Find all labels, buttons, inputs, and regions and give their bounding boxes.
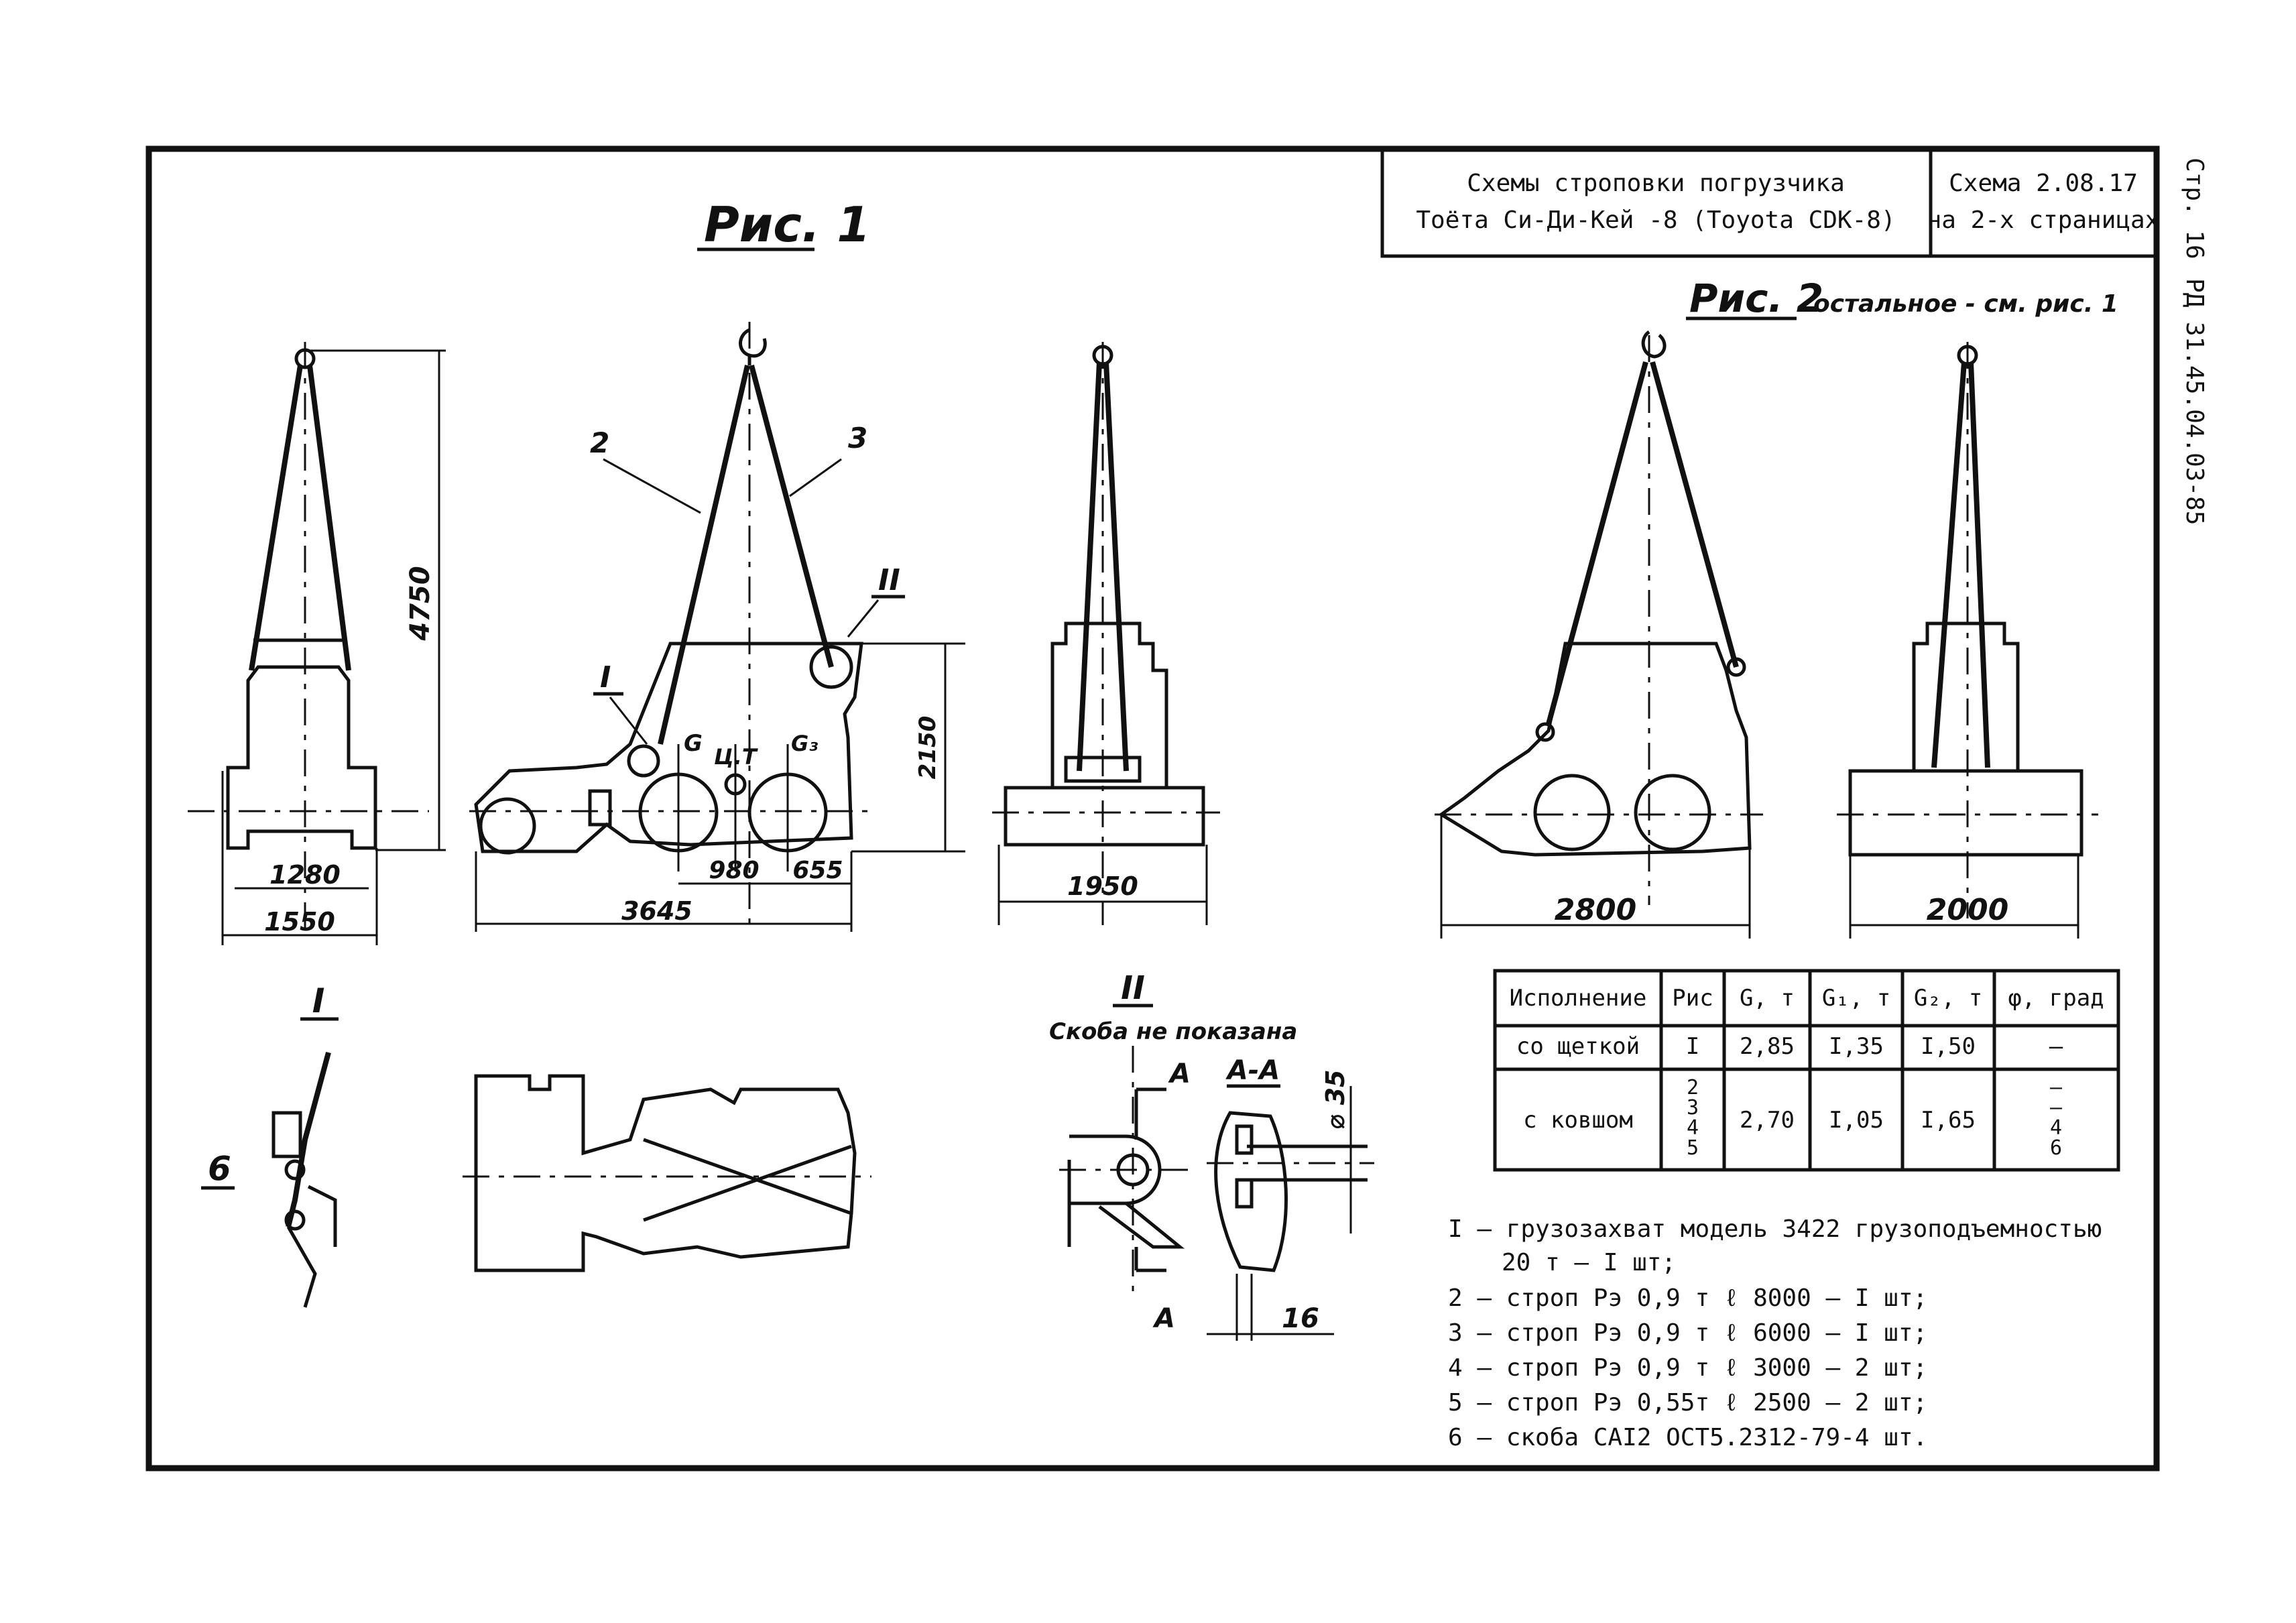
label-g: G <box>684 730 703 757</box>
th-variant: Исполнение <box>1510 985 1647 1012</box>
th-phi: φ, град <box>2008 985 2104 1012</box>
scheme-pages: на 2-х страницах <box>1927 206 2160 234</box>
title-block: Схемы строповки погрузчика Тоёта Си-Ди-К… <box>1380 147 2160 258</box>
rear-view-fig2: 2000 <box>1837 342 2098 939</box>
document-code: РД 31.45.04.03-85 <box>2181 278 2208 525</box>
legend-item-5: 5 – строп Рэ 0,55т ℓ 2500 – 2 шт; <box>1448 1389 1927 1417</box>
legend: I – грузозахват модель 3422 грузоподъемн… <box>1448 1215 2102 1451</box>
table-row-2-ris-1: 2 <box>1687 1076 1699 1099</box>
dim-4750: 4750 <box>405 566 436 641</box>
dim-d35: ⌀ 35 <box>1321 1070 1350 1130</box>
dim-3645: 3645 <box>621 896 692 926</box>
section-aa-label: А-А <box>1225 1055 1280 1086</box>
table-row-1-g2: I,50 <box>1921 1033 1976 1060</box>
table-row-1-phi: – <box>2049 1033 2063 1060</box>
th-g2: G₂, т <box>1914 985 1982 1012</box>
front-view-fig1: 4750 1280 1550 <box>188 342 446 945</box>
rear-view-fig1: 1950 <box>992 342 1220 925</box>
table-row-2-g: 2,70 <box>1740 1107 1795 1134</box>
callout-2: 2 <box>590 426 609 459</box>
table-row-2-ris-3: 4 <box>1687 1116 1699 1140</box>
section-a-bottom: А <box>1152 1303 1175 1334</box>
legend-item-1: I – грузозахват модель 3422 грузоподъемн… <box>1448 1215 2102 1243</box>
table-row-2-g1: I,05 <box>1829 1107 1884 1134</box>
th-g: G, т <box>1740 985 1795 1012</box>
dim-2000: 2000 <box>1927 893 2008 927</box>
side-view-fig2: 2800 <box>1435 330 1763 939</box>
legend-item-3: 3 – строп Рэ 0,9 т ℓ 6000 – I шт; <box>1448 1319 1927 1347</box>
dim-1950: 1950 <box>1067 871 1138 901</box>
legend-item-1-cont: 20 т – I шт; <box>1502 1249 1676 1276</box>
th-g1: G₁, т <box>1822 985 1890 1012</box>
fig2-note: остальное - см. рис. 1 <box>1813 290 2118 318</box>
label-g3: G₃ <box>791 731 818 756</box>
table-row-1-ris: I <box>1686 1033 1699 1060</box>
table-row-2-phi-3: 4 <box>2050 1116 2062 1140</box>
table-row-2-ris-4: 5 <box>1687 1136 1699 1160</box>
dim-16: 16 <box>1282 1303 1319 1334</box>
section-a-top: А <box>1168 1059 1191 1089</box>
dim-1280: 1280 <box>269 860 341 890</box>
detail-II-label: II <box>1121 969 1145 1007</box>
page-number: Стр. 16 <box>2181 158 2208 259</box>
fig1-title: Рис. 1 <box>704 196 870 253</box>
dim-2150: 2150 <box>914 716 941 780</box>
callout-3: 3 <box>848 422 867 455</box>
drawing-frame <box>145 145 2160 1471</box>
section-aa: А-А ⌀ 35 16 <box>1207 1055 1374 1341</box>
table-row-1-g1: I,35 <box>1829 1033 1884 1060</box>
legend-item-6: 6 – скоба САI2 ОСТ5.2312-79-4 шт. <box>1448 1424 1927 1451</box>
legend-item-4: 4 – строп Рэ 0,9 т ℓ 3000 – 2 шт; <box>1448 1354 1927 1382</box>
label-ct: Ц.Т <box>714 744 758 770</box>
detail-II: II Скоба не показана А А <box>1049 969 1297 1334</box>
side-view-fig1: 2 3 I II G Ц.Т G₃ 2150 980 655 <box>469 322 965 932</box>
th-ris: Рис <box>1672 985 1713 1012</box>
node-II-label: II <box>878 563 900 597</box>
table-row-1-g: 2,85 <box>1740 1033 1795 1060</box>
table-row-2-ris-2: 3 <box>1687 1096 1699 1120</box>
title-block-border <box>1380 147 2159 258</box>
title-line-2: Тоёта Си-Ди-Кей -8 (Toyota CDK-8) <box>1416 206 1895 234</box>
node-I-label: I <box>600 660 611 695</box>
title-line-1: Схемы строповки погрузчика <box>1467 170 1845 197</box>
legend-item-2: 2 – строп Рэ 0,9 т ℓ 8000 – I шт; <box>1448 1284 1927 1312</box>
table-row-2-phi-4: 6 <box>2050 1136 2062 1160</box>
dim-655: 655 <box>792 857 843 884</box>
dim-2800: 2800 <box>1555 893 1636 927</box>
table-row-2-g2: I,65 <box>1921 1107 1976 1134</box>
scheme-number: Схема 2.08.17 <box>1949 170 2138 197</box>
skoba-note: Скоба не показана <box>1049 1018 1297 1045</box>
dim-1550: 1550 <box>264 907 335 937</box>
detail-I: I 6 <box>201 981 339 1308</box>
fig2-title: Рис. 2 <box>1689 276 1823 321</box>
plan-view <box>463 1074 871 1272</box>
table-row-2-phi-1: – <box>2050 1076 2063 1099</box>
callout-6: 6 <box>208 1149 231 1188</box>
table-row-2-phi-2: – <box>2050 1096 2063 1120</box>
detail-I-label: I <box>312 981 325 1020</box>
dim-980: 980 <box>709 857 759 884</box>
table-row-2-variant: с ковшом <box>1523 1107 1633 1134</box>
data-table: Исполнение Рис G, т G₁, т G₂, т φ, град … <box>1493 969 2120 1172</box>
table-row-1-variant: со щеткой <box>1516 1033 1640 1060</box>
